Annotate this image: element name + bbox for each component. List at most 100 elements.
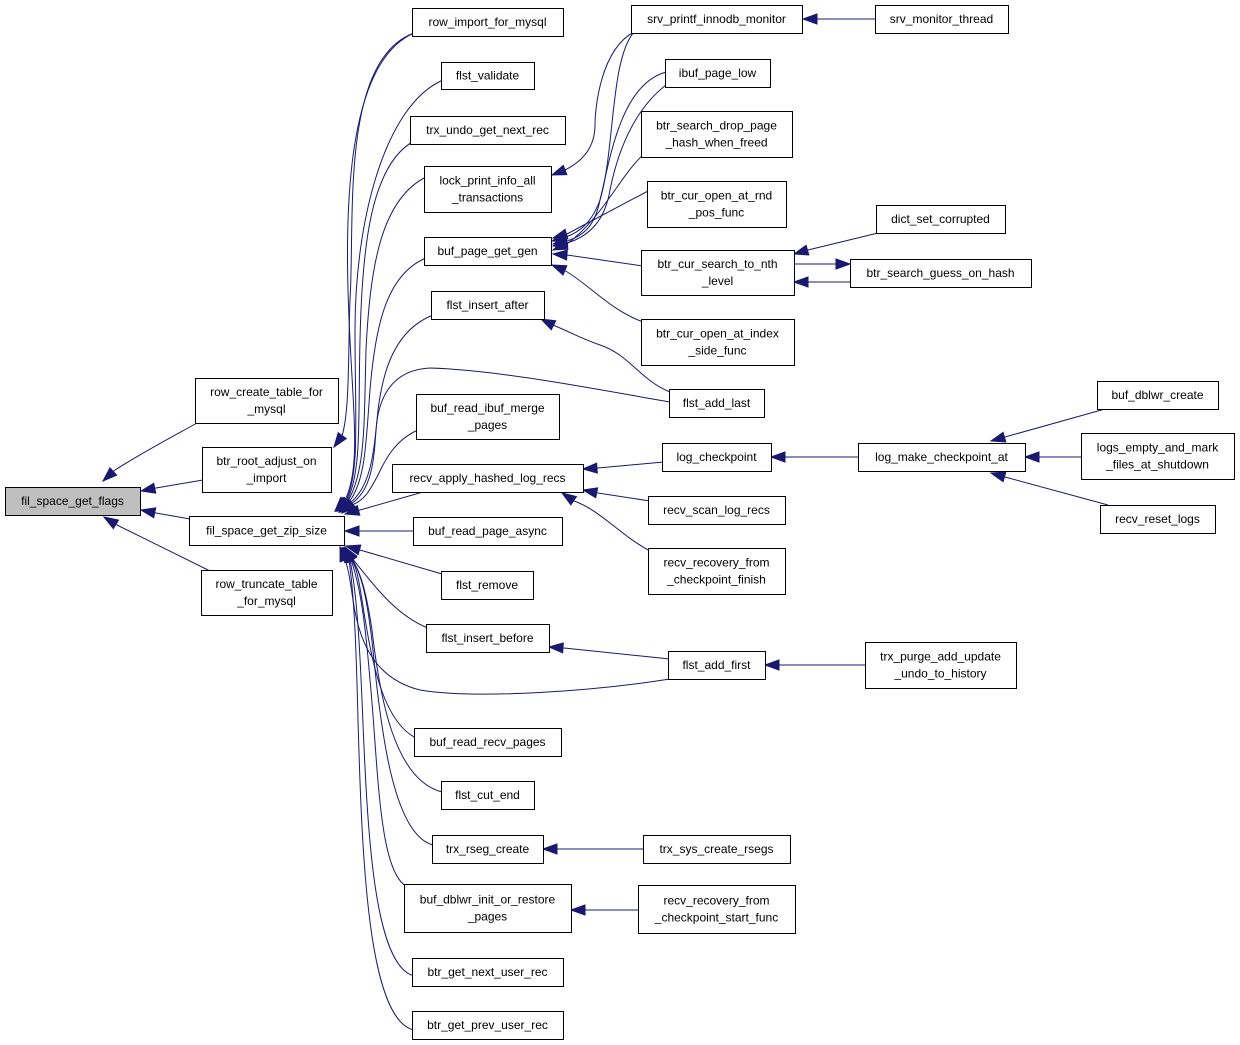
- node-flst-insert-after[interactable]: flst_insert_after: [431, 291, 545, 320]
- node-box[interactable]: [414, 728, 562, 757]
- node-buf-dblwr-init-or-restore-pages[interactable]: buf_dblwr_init_or_restore_pages: [404, 884, 572, 933]
- node-box[interactable]: [1081, 433, 1235, 480]
- node-label: recv_reset_logs: [1115, 512, 1200, 526]
- node-buf-dblwr-create[interactable]: buf_dblwr_create: [1097, 381, 1219, 410]
- node-box[interactable]: [189, 516, 345, 546]
- node-recv-recovery-from-checkpoint-finish[interactable]: recv_recovery_from_checkpoint_finish: [648, 548, 786, 595]
- node-dict-set-corrupted[interactable]: dict_set_corrupted: [876, 205, 1006, 234]
- node-buf-read-ibuf-merge-pages[interactable]: buf_read_ibuf_merge_pages: [416, 394, 560, 440]
- node-box[interactable]: [416, 394, 560, 440]
- node-buf-read-page-async[interactable]: buf_read_page_async: [413, 517, 563, 546]
- node-btr-cur-search-to-nth-level[interactable]: btr_cur_search_to_nth_level: [641, 250, 795, 296]
- node-box[interactable]: [413, 517, 563, 546]
- node-box[interactable]: [641, 319, 795, 366]
- node-log-checkpoint[interactable]: log_checkpoint: [662, 443, 772, 472]
- node-box[interactable]: [850, 259, 1032, 288]
- node-box[interactable]: [201, 570, 333, 616]
- node-flst-add-first[interactable]: flst_add_first: [668, 651, 766, 680]
- node-row-import-for-mysql[interactable]: row_import_for_mysql: [412, 8, 564, 37]
- node-box[interactable]: [638, 885, 796, 934]
- node-box[interactable]: [412, 958, 564, 987]
- node-box[interactable]: [865, 642, 1017, 689]
- node-fil-space-get-zip-size[interactable]: fil_space_get_zip_size: [189, 516, 345, 546]
- arrowhead: [547, 642, 564, 654]
- node-box[interactable]: [665, 59, 771, 88]
- node-flst-remove[interactable]: flst_remove: [441, 571, 534, 600]
- node-btr-get-prev-user-rec[interactable]: btr_get_prev_user_rec: [412, 1011, 564, 1040]
- node-box[interactable]: [424, 237, 552, 266]
- node-box[interactable]: [432, 835, 544, 864]
- node-trx-undo-get-next-rec[interactable]: trx_undo_get_next_rec: [410, 116, 566, 145]
- node-box[interactable]: [441, 62, 535, 90]
- node-box[interactable]: [431, 291, 545, 320]
- arrowhead: [801, 13, 818, 25]
- node-flst-add-last[interactable]: flst_add_last: [669, 389, 765, 418]
- node-label: srv_printf_innodb_monitor: [647, 12, 786, 26]
- node-btr-cur-open-at-rnd-pos-func[interactable]: btr_cur_open_at_rnd_pos_func: [647, 181, 787, 228]
- node-recv-reset-logs[interactable]: recv_reset_logs: [1100, 505, 1216, 534]
- node-box[interactable]: [668, 651, 766, 680]
- node-box[interactable]: [424, 166, 552, 213]
- edge-line: [552, 84, 667, 247]
- node-btr-search-drop-page-hash-when-freed[interactable]: btr_search_drop_page_hash_when_freed: [641, 111, 793, 158]
- node-box[interactable]: [662, 443, 772, 472]
- node-box[interactable]: [648, 496, 786, 525]
- node-box[interactable]: [441, 781, 535, 810]
- arrowhead: [551, 249, 568, 261]
- node-trx-rseg-create[interactable]: trx_rseg_create: [432, 835, 544, 864]
- edge-buf_dblwr_create-to-log_make_checkpoint_at: [989, 408, 1106, 443]
- node-btr-root-adjust-on-import[interactable]: btr_root_adjust_on_import: [202, 447, 332, 493]
- node-box[interactable]: [202, 447, 332, 493]
- arrowhead: [341, 546, 355, 564]
- node-srv-printf-innodb-monitor[interactable]: srv_printf_innodb_monitor: [631, 5, 803, 34]
- node-box[interactable]: [631, 5, 803, 34]
- node-box[interactable]: [641, 111, 793, 158]
- node-box[interactable]: [410, 116, 566, 145]
- node-box[interactable]: [404, 884, 572, 933]
- node-box[interactable]: [643, 835, 791, 864]
- node-box[interactable]: [392, 464, 584, 493]
- node-buf-page-get-gen[interactable]: buf_page_get_gen: [424, 237, 552, 266]
- node-lock-print-info-all-transactions[interactable]: lock_print_info_all_transactions: [424, 166, 552, 213]
- node-srv-monitor-thread[interactable]: srv_monitor_thread: [875, 5, 1009, 34]
- node-box[interactable]: [5, 487, 141, 516]
- node-btr-get-next-user-rec[interactable]: btr_get_next_user_rec: [412, 958, 564, 987]
- node-trx-purge-add-update-undo-to-history[interactable]: trx_purge_add_update_undo_to_history: [865, 642, 1017, 689]
- node-recv-scan-log-recs[interactable]: recv_scan_log_recs: [648, 496, 786, 525]
- node-box[interactable]: [875, 5, 1009, 34]
- node-box[interactable]: [441, 571, 534, 600]
- node-btr-search-guess-on-hash[interactable]: btr_search_guess_on_hash: [850, 259, 1032, 288]
- edge-line: [338, 257, 427, 513]
- node-recv-apply-hashed-log-recs[interactable]: recv_apply_hashed_log_recs: [392, 464, 584, 493]
- node-btr-cur-open-at-index-side-func[interactable]: btr_cur_open_at_index_side_func: [641, 319, 795, 366]
- edge-line: [339, 314, 434, 513]
- node-recv-recovery-from-checkpoint-start-func[interactable]: recv_recovery_from_checkpoint_start_func: [638, 885, 796, 934]
- node-flst-validate[interactable]: flst_validate: [441, 62, 535, 90]
- node-log-make-checkpoint-at[interactable]: log_make_checkpoint_at: [858, 443, 1026, 472]
- node-box[interactable]: [876, 205, 1006, 234]
- node-box[interactable]: [1100, 505, 1216, 534]
- node-box[interactable]: [669, 389, 765, 418]
- node-box[interactable]: [1097, 381, 1219, 410]
- node-box[interactable]: [641, 250, 795, 296]
- node-box[interactable]: [195, 378, 339, 424]
- node-ibuf-page-low[interactable]: ibuf_page_low: [665, 59, 771, 88]
- node-row-truncate-table-for-mysql[interactable]: row_truncate_table_for_mysql: [201, 570, 333, 616]
- edge-recv_scan_log_recs-to-recv_apply_hashed_log_recs: [581, 487, 651, 502]
- node-box[interactable]: [412, 8, 564, 37]
- node-box[interactable]: [858, 443, 1026, 472]
- node-box[interactable]: [426, 624, 550, 653]
- node-buf-read-recv-pages[interactable]: buf_read_recv_pages: [414, 728, 562, 757]
- node-label: _checkpoint_start_func: [654, 911, 778, 925]
- node-fil-space-get-flags[interactable]: fil_space_get_flags: [5, 487, 141, 516]
- node-box[interactable]: [648, 548, 786, 595]
- node-label: row_create_table_for: [210, 385, 323, 399]
- node-flst-insert-before[interactable]: flst_insert_before: [426, 624, 550, 653]
- node-box[interactable]: [647, 181, 787, 228]
- node-box[interactable]: [412, 1011, 564, 1040]
- node-trx-sys-create-rsegs[interactable]: trx_sys_create_rsegs: [643, 835, 791, 864]
- node-logs-empty-and-mark-files-at-shutdown[interactable]: logs_empty_and_mark_files_at_shutdown: [1081, 433, 1235, 480]
- node-flst-cut-end[interactable]: flst_cut_end: [441, 781, 535, 810]
- node-row-create-table-for-mysql[interactable]: row_create_table_for_mysql: [195, 378, 339, 424]
- edge-line: [344, 546, 429, 629]
